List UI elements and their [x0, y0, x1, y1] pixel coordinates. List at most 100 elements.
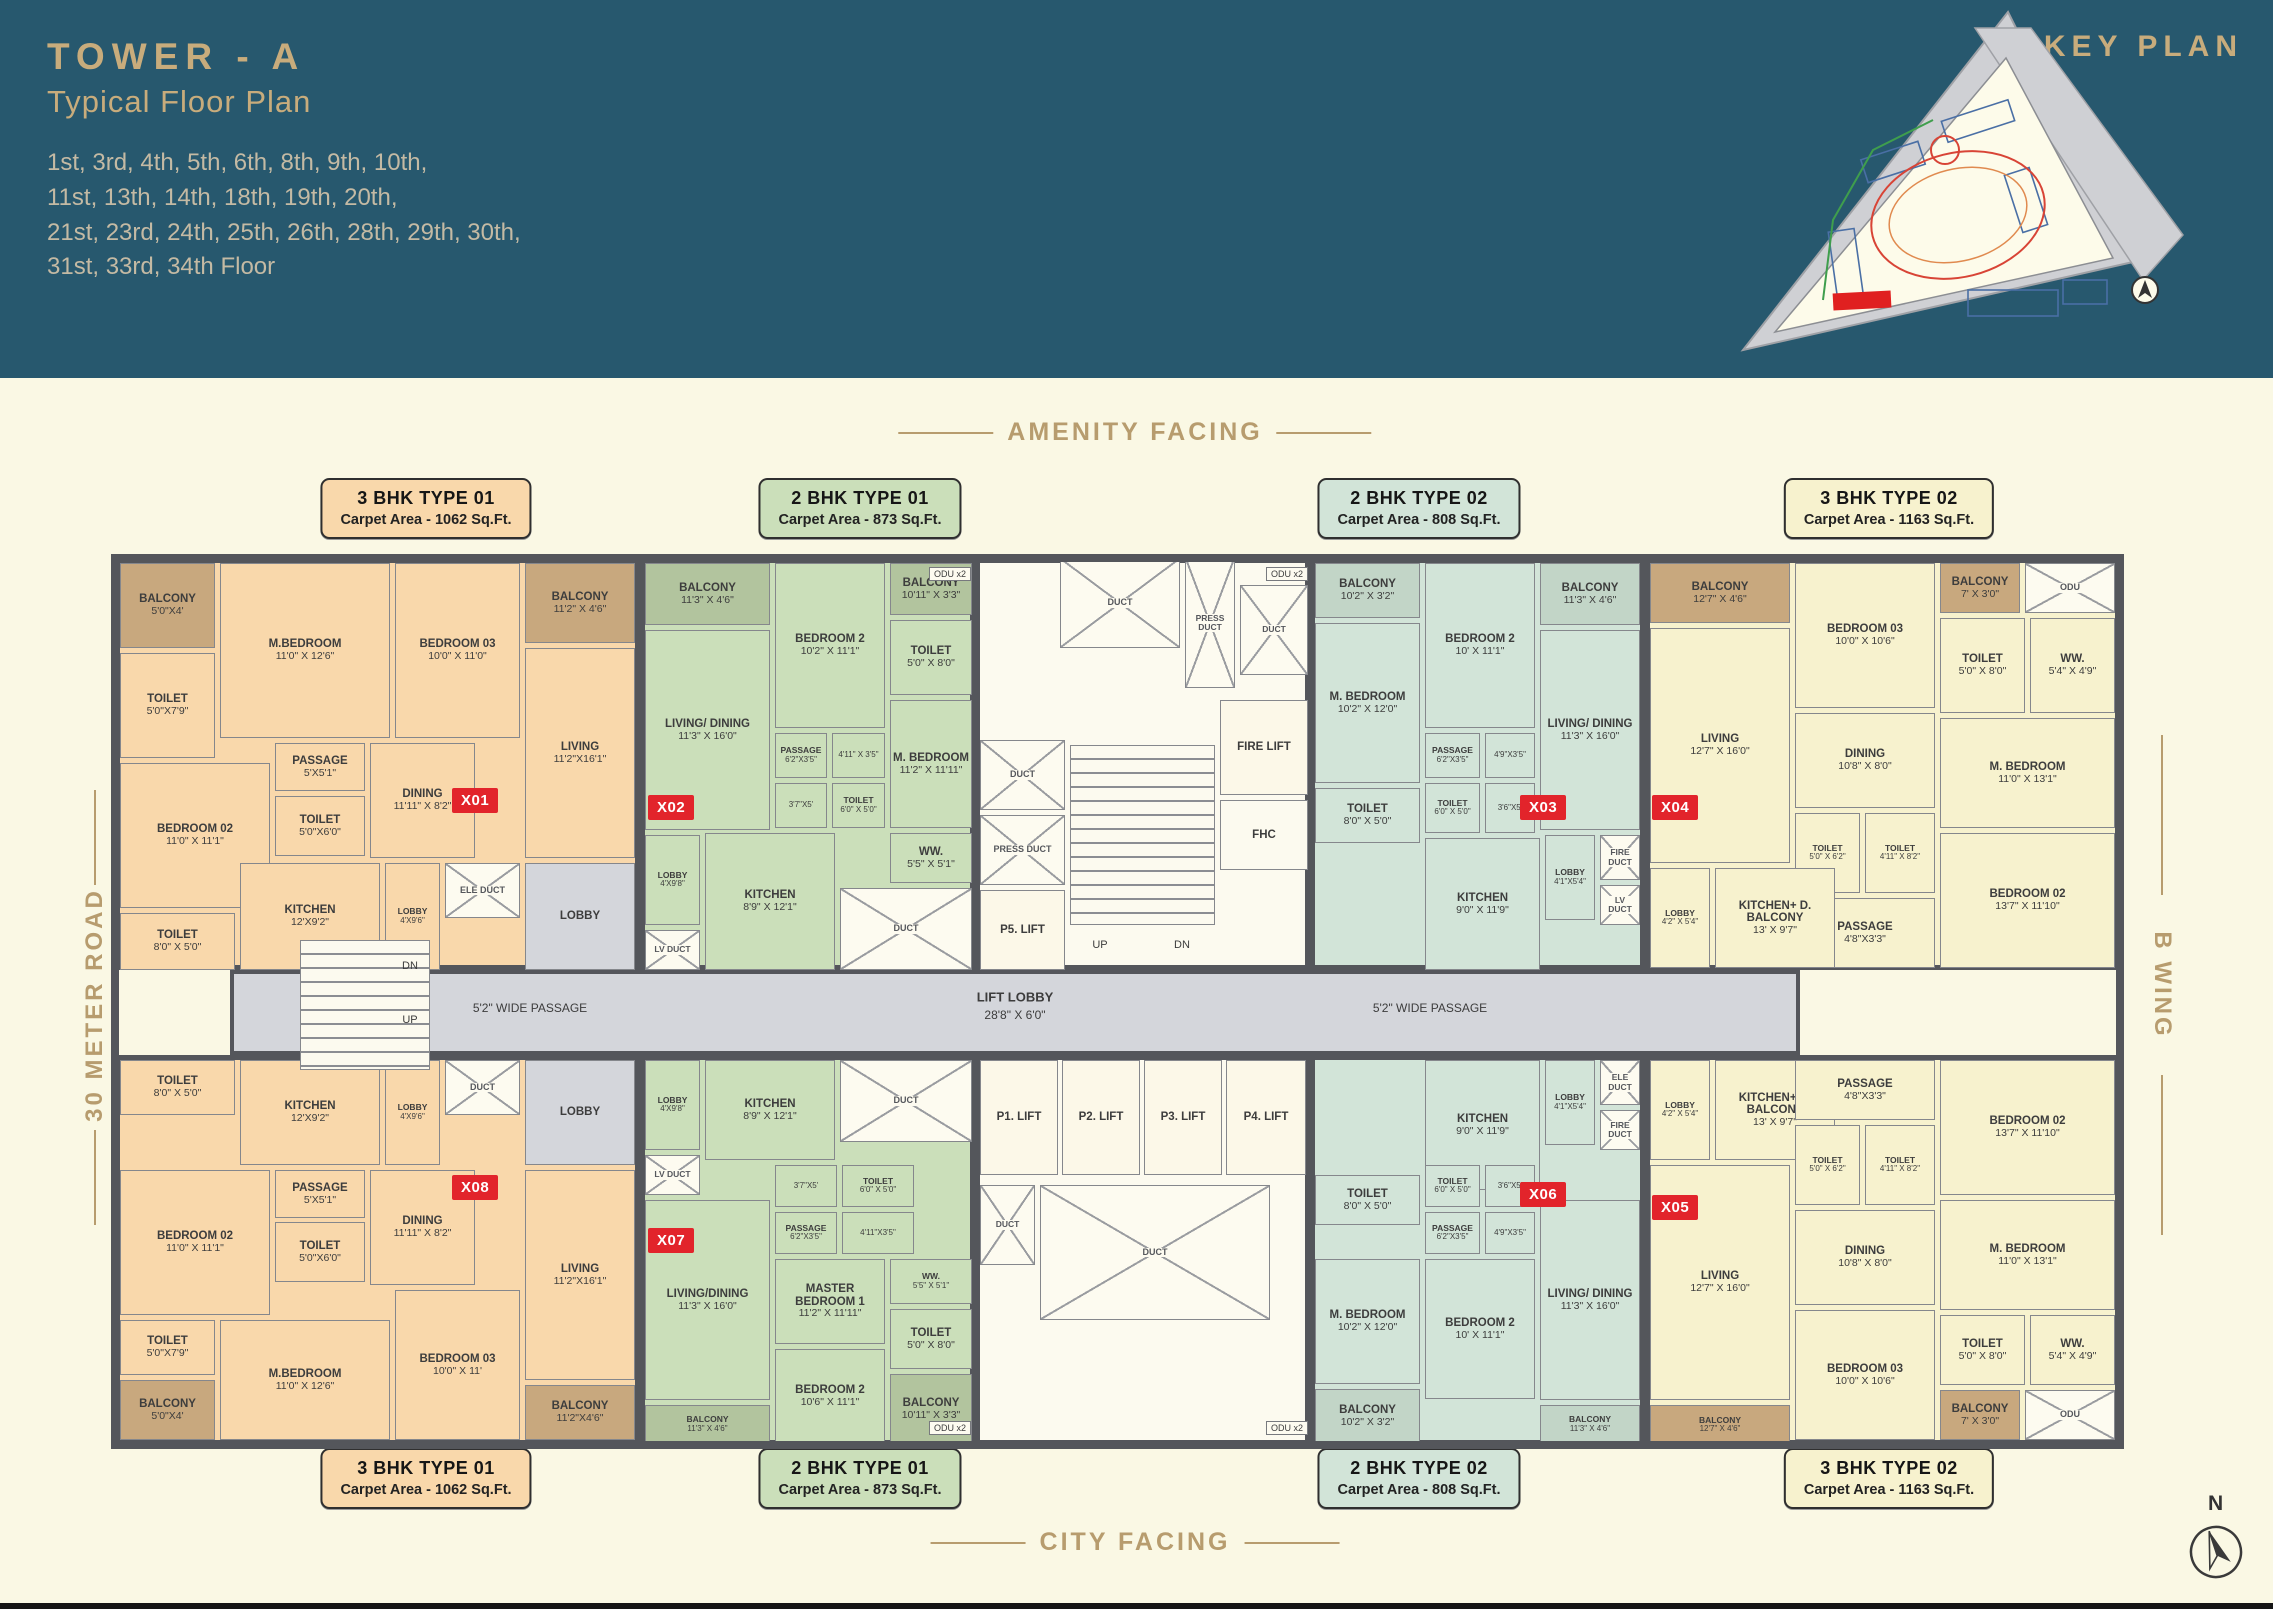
room-dims: 4'9"X3'5" [1494, 1227, 1526, 1237]
room-label: PASSAGE [292, 754, 348, 767]
floor-list-line: 31st, 33rd, 34th Floor [47, 253, 276, 281]
plan-text-dn: DN [402, 960, 418, 972]
room-dims: 11'2" X 11'11" [798, 1307, 862, 1320]
room-dims: 4'1"X5'4" [1554, 876, 1586, 886]
room-label: LIVING [560, 1262, 600, 1275]
floor-list-line: 11st, 13th, 14th, 18th, 19th, 20th, [47, 183, 398, 211]
room-dims: 11'0" X 12'6" [275, 1379, 335, 1392]
room-p2-lift: P2. LIFT [1062, 1060, 1140, 1175]
room-label: PRESS DUCT [1186, 613, 1234, 633]
room-dims: 6'0" X 5'0" [1434, 1185, 1471, 1195]
room-label: ODU [2058, 1409, 2082, 1420]
room-label: KITCHEN [1456, 891, 1509, 904]
room-label: KITCHEN [1456, 1112, 1509, 1125]
room-label: BALCONY [551, 1400, 609, 1413]
plan-text-5-2-wide-passage: 5'2" WIDE PASSAGE [472, 1001, 588, 1015]
room-dims: 3'6"X5' [1497, 802, 1523, 812]
room-fire-duct: FIRE DUCT [1600, 835, 1640, 880]
room-label: BALCONY [1568, 1414, 1612, 1425]
room-label: LOBBY [657, 1094, 688, 1105]
key-plan-title: KEY PLAN [2043, 30, 2243, 63]
room-ww: WW.5'5" X 5'1" [890, 833, 972, 883]
room-label: DUCT [1008, 769, 1037, 780]
room-label: BALCONY [1561, 581, 1619, 594]
north-letter: N [2208, 1492, 2223, 1515]
room-label: M.BEDROOM [268, 638, 342, 651]
city-facing-text: CITY FACING [1039, 1528, 1231, 1556]
room-label: LIVING [1700, 733, 1740, 746]
room-dims: 4'11" X 3'5" [838, 750, 879, 760]
legend-card-type: 3 BHK TYPE 02 [1820, 488, 1958, 508]
room-dims: 7' X 3'0" [1960, 1414, 2000, 1427]
unit-badge-x02: X02 [648, 795, 695, 820]
room-dims: 13'7" X 11'10" [1995, 1127, 2060, 1140]
room-lv-duct: LV DUCT [645, 1155, 700, 1195]
room-dims: 6'2"X3'5" [785, 754, 817, 764]
room-label: LOBBY [397, 906, 428, 917]
room-ww: WW.5'5" X 5'1" [890, 1259, 972, 1304]
room-label: LOBBY [559, 910, 601, 923]
legend-card-type: 3 BHK TYPE 02 [1820, 1458, 1958, 1478]
room-dims: 6'2"X3'5" [790, 1232, 822, 1242]
room-dims: 11'3" X 16'0" [1560, 1299, 1620, 1312]
room-dims: 11'2"X16'1" [553, 752, 607, 765]
room-dims: 4'2" X 5'4" [1661, 1109, 1699, 1119]
legend-card-area: Carpet Area - 873 Sq.Ft. [778, 1482, 942, 1498]
room-label: P1. LIFT [996, 1111, 1042, 1124]
room-label: M.BEDROOM [268, 1367, 342, 1380]
room-dims: 12'X9'2" [290, 1112, 330, 1125]
room-lv-duct: LV DUCT [1600, 885, 1640, 925]
room-dims: 4'11" X 8'2" [1879, 1164, 1921, 1174]
room-3-7-x5: 3'7"X5' [775, 783, 827, 828]
room-dims: 8'0" X 5'0" [153, 941, 202, 954]
room-dims: 11'11" X 8'2" [393, 800, 452, 813]
room-p5-lift: P5. LIFT [980, 890, 1065, 970]
unit-badge-x01: X01 [452, 788, 499, 813]
room-label: DINING [1844, 1245, 1886, 1258]
room-4-11-x-3-5: 4'11" X 3'5" [832, 733, 885, 778]
room-dims: 5'0" X 8'0" [1958, 1349, 2007, 1362]
room-label: DINING [402, 788, 443, 801]
room-duct: DUCT [1240, 585, 1308, 675]
road-line-bottom [94, 1130, 96, 1225]
room-label: BALCONY [679, 581, 736, 594]
room-label: TOILET [299, 813, 341, 826]
legend-card-type: 2 BHK TYPE 02 [1350, 488, 1488, 508]
room-label: LOBBY [1665, 907, 1695, 918]
room-label: BALCONY [1339, 578, 1396, 591]
plan-text-up: UP [1092, 939, 1108, 951]
room-label: WW. [922, 1271, 940, 1282]
room-label: BEDROOM 02 [1989, 888, 2066, 901]
room-label: TOILET [1437, 1175, 1468, 1186]
room-dims: 11'2" X 11'11" [899, 763, 963, 776]
room-ele-duct: ELE DUCT [1600, 1060, 1640, 1105]
room-label: LV DUCT [1601, 895, 1639, 915]
room-label: LIVING/DINING [666, 1287, 749, 1300]
legend-card-area: Carpet Area - 1062 Sq.Ft. [340, 1482, 512, 1498]
road-label: 30 METER ROAD [81, 888, 108, 1122]
room-dims: 3'7"X5' [793, 1180, 819, 1190]
room-label: PASSAGE [780, 745, 822, 756]
room-dims: 11'3" X 4'6" [1569, 1423, 1611, 1433]
unit-badge-x07: X07 [648, 1228, 695, 1253]
floor-list-line: 21st, 23rd, 24th, 25th, 26th, 28th, 29th… [47, 218, 521, 246]
room-dims: 5'0"X4' [151, 1409, 184, 1422]
room-dims: 13' X 9'7" [1753, 923, 1797, 936]
room-dims: 13'7" X 11'10" [1995, 900, 2060, 913]
room-dims: 4'X9'6" [400, 1111, 425, 1121]
road-line-top [94, 790, 96, 885]
plan-text-5-2-wide-passage: 5'2" WIDE PASSAGE [1372, 1001, 1488, 1015]
